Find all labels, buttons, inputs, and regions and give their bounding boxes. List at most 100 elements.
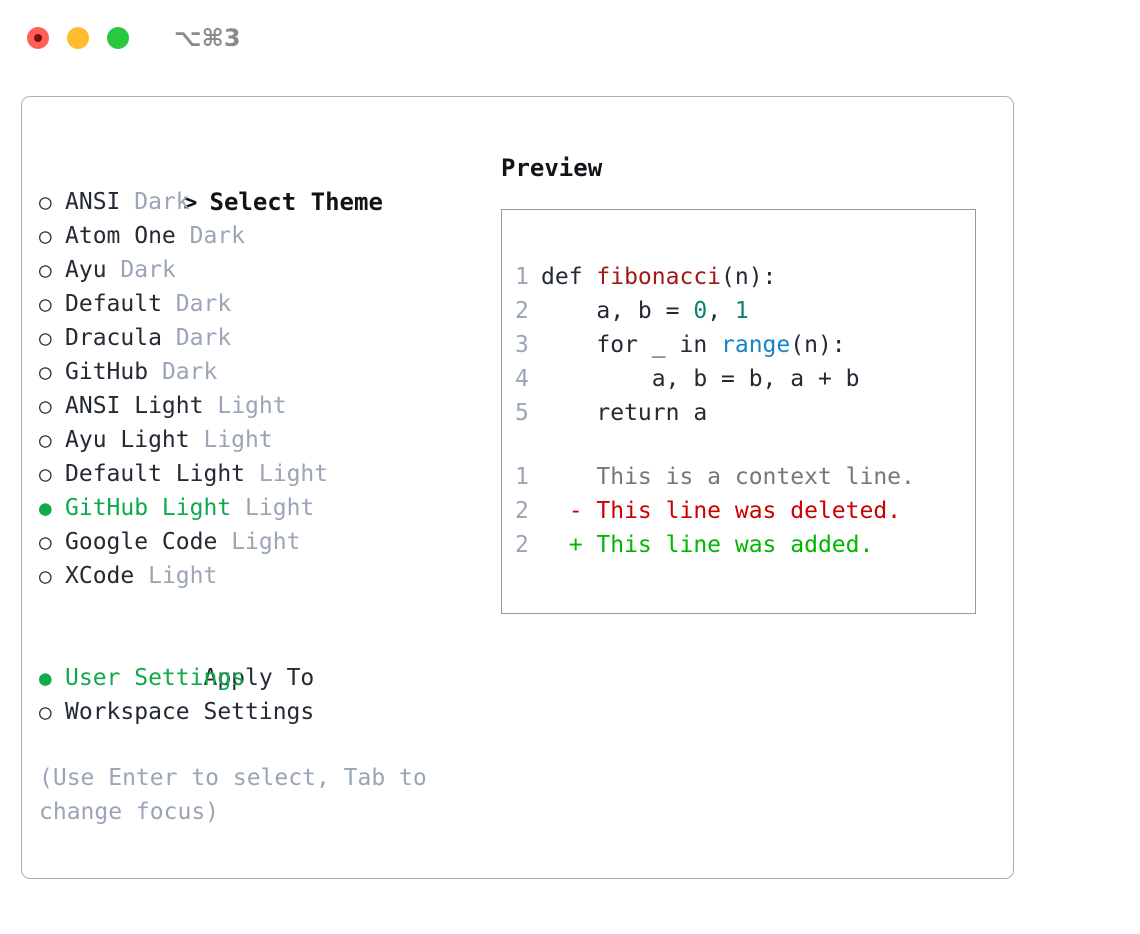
theme-list-item[interactable]: ○Ayu Dark (39, 253, 489, 287)
minimize-window-button[interactable] (67, 27, 89, 49)
apply-to-header-label: Apply To (203, 665, 315, 691)
line-number: 2 (515, 498, 529, 524)
code-token-plain: for _ in (541, 332, 722, 358)
keyboard-shortcut-label: ⌥⌘3 (174, 24, 241, 52)
theme-name-label: Google Code (65, 529, 218, 555)
theme-variant-badge: Light (148, 563, 218, 589)
diff-sign: - (541, 498, 597, 524)
diff-line-added: 2 + This line was added. (515, 528, 969, 562)
radio-unselected-icon: ○ (39, 462, 52, 486)
line-number: 5 (515, 400, 529, 426)
theme-variant-badge: Light (203, 427, 273, 453)
window-controls (27, 27, 129, 49)
line-number: 1 (515, 264, 529, 290)
theme-name-label: ANSI (65, 189, 121, 215)
theme-list-item[interactable]: ○ Ayu Light Light (39, 423, 489, 457)
diff-text: This line was added. (596, 532, 874, 558)
radio-unselected-icon: ○ (39, 292, 52, 316)
apply-to-header: Apply To (39, 627, 489, 691)
code-token-plain: a, b = (541, 298, 694, 324)
theme-variant-badge: Light (258, 461, 329, 487)
code-diff-spacer (515, 430, 969, 460)
prompt-caret-icon: > (183, 190, 198, 216)
diff-line-deleted: 2 - This line was deleted. (515, 494, 969, 528)
code-token-plain: a, b = b, a + b (541, 366, 860, 392)
code-token-num: 1 (734, 298, 749, 324)
theme-name-label: ANSI Light (65, 393, 204, 419)
line-number: 2 (515, 298, 529, 324)
radio-unselected-icon: ○ (39, 428, 52, 452)
theme-selection-column: > Select Theme ○ ANSI Dark ○ Atom One Dark ○ A… (39, 151, 489, 829)
code-token-plain: , (707, 298, 735, 324)
close-window-button[interactable] (27, 27, 49, 49)
theme-variant-badge: Light (231, 529, 301, 555)
radio-unselected-icon: ○ (39, 564, 52, 588)
diff-sample: 1 This is a context line.2 - This line w… (515, 460, 969, 562)
radio-unselected-icon: ○ (39, 394, 52, 418)
line-number: 1 (515, 464, 529, 490)
select-theme-header-label: Select Theme (209, 188, 383, 216)
theme-list-item[interactable]: ○ Default Dark (39, 287, 489, 321)
code-token-plain: (n): (790, 332, 846, 358)
diff-line-context: 1 This is a context line. (515, 460, 969, 494)
theme-list-item[interactable]: ○ Default Light Light (39, 457, 489, 491)
code-line: 4 a, b = b, a + b (515, 362, 969, 396)
line-number: 2 (515, 532, 529, 558)
diff-sign: + (541, 532, 597, 558)
theme-variant-badge: Light (245, 495, 315, 521)
diff-text: This is a context line. (596, 464, 915, 490)
select-theme-header: > Select Theme (39, 151, 489, 216)
radio-selected-icon: ● (39, 666, 52, 690)
code-token-plain: (n): (721, 264, 777, 290)
theme-variant-badge: Dark (134, 189, 190, 215)
diff-sign (541, 464, 596, 490)
main-panel: > Select Theme ○ ANSI Dark ○ Atom One Dark ○ A… (21, 96, 1014, 879)
theme-list-item[interactable]: ○ XCode Light (39, 559, 489, 593)
theme-name-label: GitHub (65, 359, 149, 385)
theme-name-label: Default Light (65, 461, 246, 487)
code-line: 3 for _ in range(n): (515, 328, 969, 362)
radio-unselected-icon: ○ (39, 224, 52, 248)
theme-name-label: Ayu (65, 257, 107, 283)
theme-list-item[interactable]: ○ Atom One Dark (39, 219, 489, 253)
theme-variant-badge: Dark (189, 223, 246, 249)
theme-variant-badge: Dark (175, 291, 232, 317)
radio-unselected-icon: ○ (39, 530, 52, 554)
radio-unselected-icon: ○ (39, 326, 52, 350)
preview-title: Preview (501, 154, 603, 182)
theme-list-item[interactable]: ○ Dracula Dark (39, 321, 489, 355)
theme-list-item[interactable]: ○ ANSI Dark (39, 185, 489, 219)
theme-name-label: GitHub Light (65, 495, 232, 521)
apply-to-label: Workspace Settings (65, 699, 315, 725)
theme-variant-badge: Dark (175, 325, 232, 351)
code-line: 5 return a (515, 396, 969, 430)
theme-name-label: Default (65, 291, 162, 317)
theme-name-label: XCode (65, 563, 135, 589)
theme-name-label: Dracula (65, 325, 162, 351)
theme-list-item[interactable]: ○ Google Code Light (39, 525, 489, 559)
radio-unselected-icon: ○ (39, 700, 52, 724)
line-number: 4 (515, 366, 529, 392)
radio-unselected-icon: ○ (39, 190, 52, 214)
theme-name-label: Atom One (65, 223, 176, 249)
maximize-window-button[interactable] (107, 27, 129, 49)
theme-list-item[interactable]: ○GitHub Dark (39, 355, 489, 389)
line-number: 3 (515, 332, 529, 358)
theme-variant-badge: Dark (161, 359, 218, 385)
code-token-plain: def (541, 264, 597, 290)
apply-to-item[interactable]: ○ Workspace Settings (39, 695, 489, 729)
code-token-func: fibonacci (596, 264, 722, 290)
apply-to-list: ● User Settings ○ Workspace Settings (39, 661, 489, 729)
code-token-call: range (721, 332, 791, 358)
radio-selected-icon: ● (39, 496, 52, 520)
theme-list-item[interactable]: ○ANSI Light Light (39, 389, 489, 423)
apply-to-item[interactable]: ● User Settings (39, 661, 489, 695)
theme-name-label: Ayu Light (65, 427, 190, 453)
radio-unselected-icon: ○ (39, 258, 52, 282)
theme-list-item[interactable]: ● GitHub Light Light (39, 491, 489, 525)
apply-to-label: User Settings (65, 665, 246, 691)
